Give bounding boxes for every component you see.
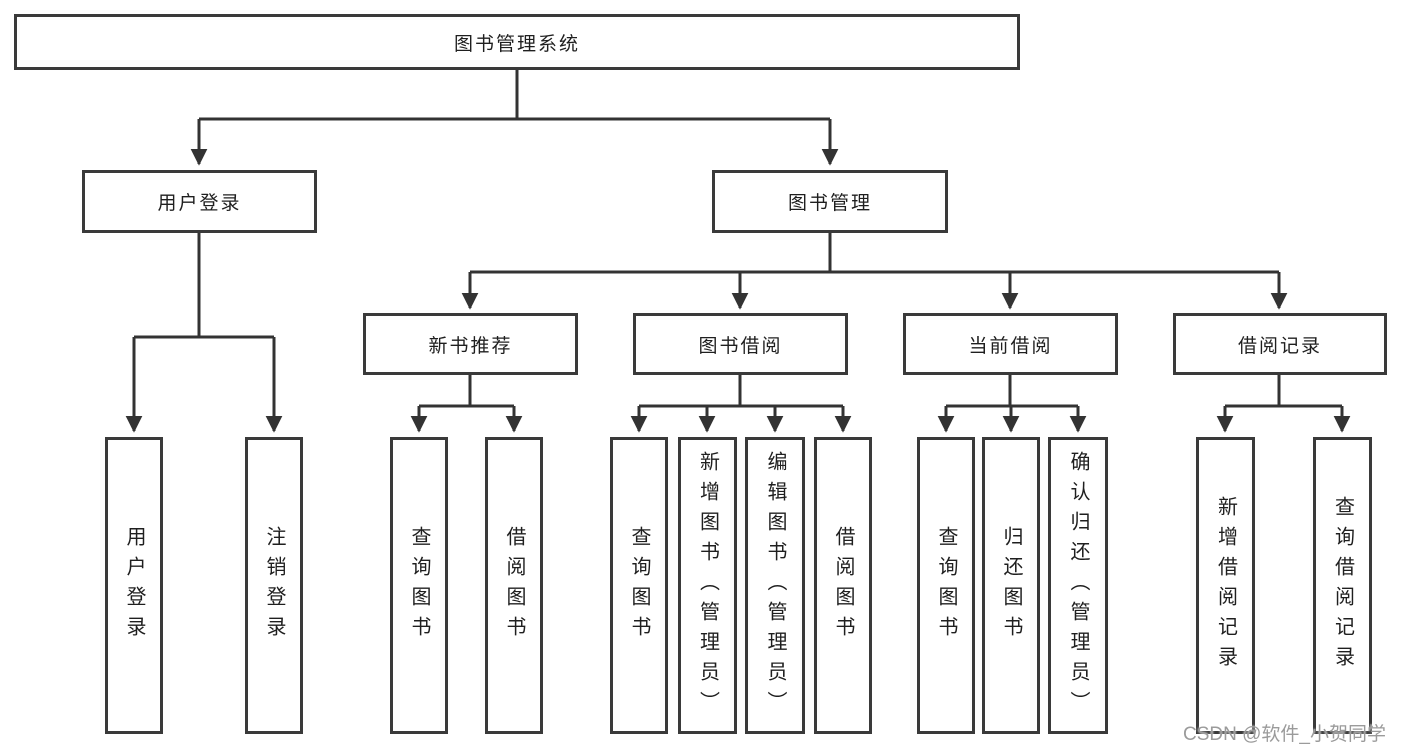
leaf-return-books: 归还图书 (982, 437, 1040, 734)
watermark: CSDN @软件_小贺同学 (1183, 724, 1386, 745)
node-label: 图书管理系统 (453, 33, 580, 55)
leaf-borrow-books-recommend: 借阅图书 (485, 437, 543, 734)
node-label: 新书推荐 (428, 335, 513, 357)
leaf-borrow-books-borrowing: 借阅图书 (814, 437, 872, 734)
node-label: 用户登录 (157, 193, 242, 214)
node-book-borrowing: 图书借阅 (633, 313, 848, 375)
node-library-management-system: 图书管理系统 (14, 14, 1020, 70)
leaf-query-books-recommend: 查询图书 (390, 437, 448, 734)
leaf-label: 借阅图书 (503, 525, 525, 646)
leaf-label: 借阅图书 (832, 525, 854, 646)
leaf-label: 用户登录 (123, 525, 145, 646)
leaf-query-books-borrowing: 查询图书 (610, 437, 668, 734)
leaf-add-books-admin: 新增图书（管理员） (678, 437, 737, 734)
node-label: 图书管理 (787, 193, 872, 214)
leaf-confirm-return-admin: 确认归还（管理员） (1048, 437, 1108, 734)
leaf-label: 查询借阅记录 (1331, 495, 1354, 676)
node-label: 借阅记录 (1237, 335, 1322, 357)
leaf-user-login: 用户登录 (105, 437, 163, 734)
leaf-label: 查询图书 (935, 525, 957, 646)
leaf-label: 查询图书 (408, 525, 430, 646)
leaf-query-books-current: 查询图书 (917, 437, 975, 734)
node-label: 图书借阅 (698, 335, 783, 357)
leaf-label: 查询图书 (628, 525, 650, 646)
leaf-label: 注销登录 (263, 525, 285, 646)
leaf-label: 确认归还（管理员） (1067, 450, 1089, 721)
node-user-login: 用户登录 (82, 170, 317, 233)
node-borrowing-records: 借阅记录 (1173, 313, 1387, 375)
leaf-query-borrow-record: 查询借阅记录 (1313, 437, 1372, 734)
node-label: 当前借阅 (968, 335, 1053, 357)
node-current-borrowing: 当前借阅 (903, 313, 1118, 375)
leaf-add-borrow-record: 新增借阅记录 (1196, 437, 1255, 734)
node-new-book-recommend: 新书推荐 (363, 313, 578, 375)
leaf-label: 编辑图书（管理员） (764, 450, 786, 721)
node-book-management: 图书管理 (712, 170, 948, 233)
leaf-label: 归还图书 (1000, 525, 1022, 646)
leaf-edit-books-admin: 编辑图书（管理员） (745, 437, 805, 734)
leaf-label: 新增借阅记录 (1214, 495, 1237, 676)
leaf-label: 新增图书（管理员） (696, 450, 719, 721)
leaf-logout-login: 注销登录 (245, 437, 303, 734)
